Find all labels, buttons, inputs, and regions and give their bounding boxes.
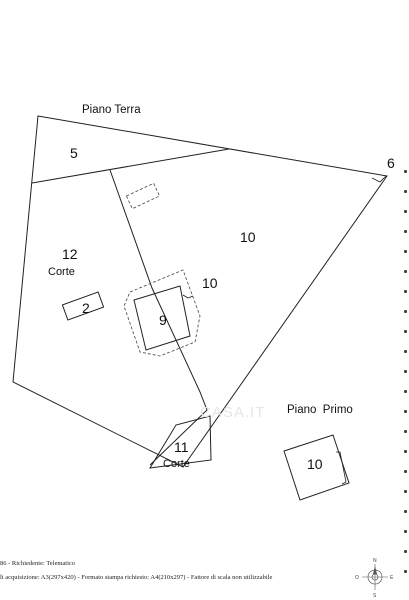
compass-e: E (390, 575, 394, 581)
dashed-outline-9 (123, 269, 201, 357)
tick-mark-10 (182, 294, 194, 299)
label-piano-terra: Piano Terra (82, 104, 141, 116)
footer-line-2: li acquisizione: A3(297x420) - Formato s… (0, 574, 273, 581)
first-floor-outline (283, 434, 350, 501)
label-parcel-11-corte: Corte (163, 458, 190, 470)
ground-floor-outline (12, 115, 388, 468)
footer-line-1: 86 - Richiedente: Telematico (0, 560, 76, 567)
label-parcel-10-first: 10 (307, 456, 323, 472)
compass-s: S (373, 593, 377, 599)
label-parcel-6: 6 (387, 155, 395, 171)
parcel-5-divider (31, 148, 230, 184)
watermark: CASA.IT (200, 404, 265, 421)
parcel-11-box (149, 415, 212, 469)
label-parcel-9: 9 (159, 312, 167, 328)
dashed-outline-top (125, 182, 161, 210)
label-parcel-2: 2 (82, 300, 90, 316)
label-parcel-10-main: 10 (240, 229, 256, 245)
parcel-9-box (133, 285, 191, 351)
parcel-2-box (61, 291, 105, 321)
parcel-12-divider (109, 169, 208, 466)
label-parcel-5: 5 (70, 145, 78, 161)
label-parcel-12-corte: Corte (48, 266, 75, 278)
compass-rose-icon: N S E O (355, 558, 394, 599)
label-parcel-12: 12 (62, 246, 78, 262)
label-piano-primo: Piano Primo (287, 404, 353, 416)
label-parcel-11: 11 (174, 439, 189, 455)
label-parcel-10-small: 10 (202, 275, 218, 291)
compass-n: N (373, 558, 377, 564)
margin-marks (401, 170, 409, 600)
corner-mark-6 (371, 175, 387, 183)
compass-w: O (355, 575, 359, 581)
first-floor-notch (336, 451, 347, 485)
